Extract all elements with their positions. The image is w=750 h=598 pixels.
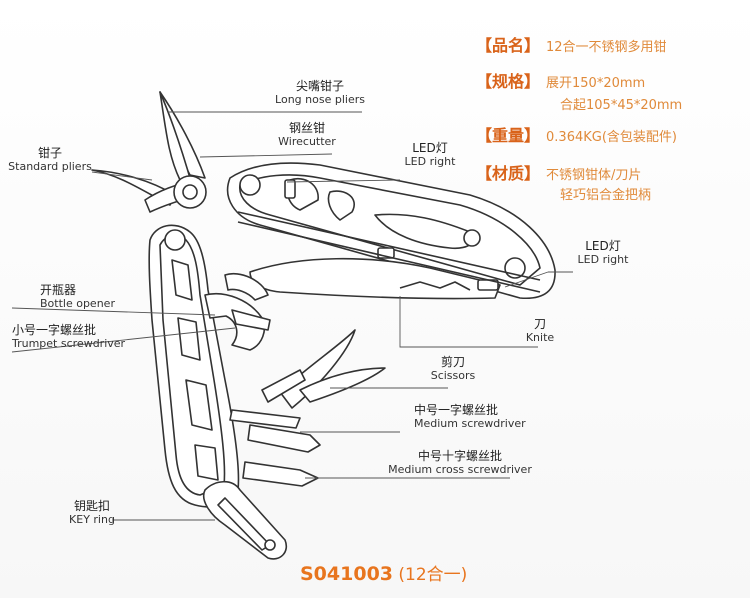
label-en: Medium cross screwdriver [388, 462, 532, 476]
label-zh: 开瓶器 [40, 283, 77, 297]
label-en: LED right [404, 154, 456, 168]
bottom-handle-slot-3 [185, 379, 213, 431]
label-bottle-opener: 开瓶器 Bottle opener [40, 283, 160, 310]
spec-value: 展开150*20mm [546, 76, 646, 91]
label-zh: LED灯 [585, 239, 621, 253]
medium-screwdriver [247, 424, 321, 453]
label-led-side: LED灯 LED right [572, 239, 634, 266]
trumpet-screwdriver [231, 309, 271, 331]
model-number: S041003 (12合一) [300, 560, 467, 585]
label-zh: 钥匙扣 [73, 499, 110, 513]
scissors-blade-2 [299, 367, 386, 403]
label-standard-pliers: 钳子 Standard pliers [8, 146, 92, 173]
bottom-handle-slot-4 [194, 444, 219, 481]
spec-weight: 【重量】 0.364KG(含包装配件) [476, 122, 677, 146]
spec-key: 【重量】 [476, 126, 541, 145]
label-zh: 钢丝钳 [288, 121, 325, 135]
model-sub: (12合一) [393, 565, 468, 585]
spec-value: 不锈钢钳体/刀片 [546, 168, 642, 183]
label-en: Wirecutter [278, 134, 336, 148]
bottom-handle-slot-2 [177, 317, 201, 361]
label-medium-cross-screwdriver: 中号十字螺丝批 Medium cross screwdriver [380, 449, 540, 476]
model-code: S041003 [300, 563, 394, 585]
spec-key: 【材质】 [476, 164, 541, 183]
spec-value-2: 轻巧铝合金把柄 [560, 188, 652, 203]
knife-blade [249, 257, 501, 300]
spec-value-2: 合起105*45*20mm [560, 98, 683, 113]
label-en: Standard pliers [8, 159, 92, 173]
label-zh: 中号一字螺丝批 [414, 403, 499, 417]
medium-cross-screwdriver [242, 461, 319, 487]
spec-key: 【规格】 [476, 72, 541, 91]
top-handle-slot-2 [327, 190, 355, 221]
spec-value: 0.364KG(含包装配件) [546, 130, 677, 145]
spec-material: 【材质】不锈钢钳体/刀片 轻巧铝合金把柄 [476, 160, 651, 206]
bottom-handle-slot-1 [171, 259, 193, 301]
label-wirecutter: 钢丝钳 Wirecutter [272, 121, 342, 148]
label-en: Trumpet screwdriver [12, 336, 126, 350]
label-en: Long nose pliers [275, 92, 365, 106]
label-key-ring: 钥匙扣 KEY ring [62, 499, 122, 526]
leader-lines [11, 111, 573, 521]
label-en: Bottle opener [40, 296, 115, 310]
label-en: KEY ring [69, 512, 115, 526]
spec-key: 【品名】 [476, 36, 541, 55]
label-zh: 中号十字螺丝批 [417, 449, 502, 463]
bottom-handle [148, 224, 240, 508]
label-trumpet-screwdriver: 小号一字螺丝批 Trumpet screwdriver [12, 323, 162, 350]
label-en: Scissors [430, 368, 476, 382]
label-led-top: LED灯 LED right [398, 141, 462, 168]
label-zh: 小号一字螺丝批 [12, 323, 97, 337]
label-scissors: 剪刀 Scissors [425, 355, 481, 382]
spec-size: 【规格】展开150*20mm 合起105*45*20mm [476, 68, 682, 114]
label-zh: 刀 [533, 317, 546, 331]
label-long-nose-pliers: 尖嘴钳子 Long nose pliers [270, 79, 370, 106]
label-zh: LED灯 [412, 141, 448, 155]
label-knife: 刀 Knite [520, 317, 560, 344]
label-en: LED right [577, 252, 629, 266]
spec-value: 12合一不锈钢多用钳 [546, 40, 667, 55]
label-zh: 尖嘴钳子 [295, 79, 344, 93]
spec-name: 【品名】 12合一不锈钢多用钳 [476, 32, 667, 56]
label-zh: 剪刀 [440, 355, 465, 369]
label-medium-screwdriver: 中号一字螺丝批 Medium screwdriver [414, 403, 544, 430]
label-en: Knite [525, 330, 555, 344]
label-en: Medium screwdriver [414, 416, 526, 430]
led-window-top [284, 179, 296, 199]
label-zh: 钳子 [37, 146, 62, 160]
